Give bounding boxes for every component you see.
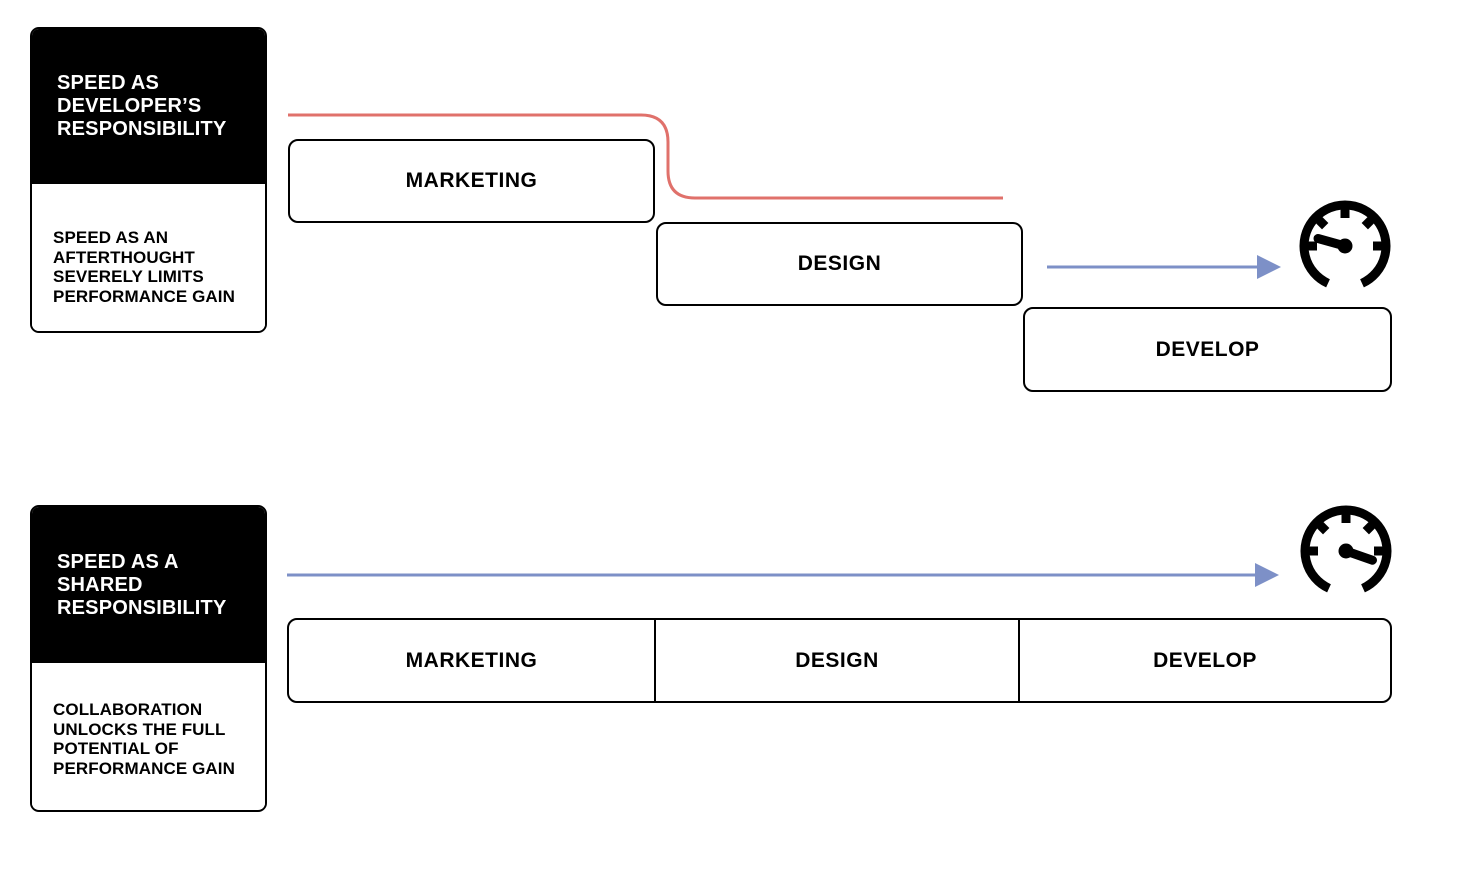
shared-card-body-text: COLLABORATION UNLOCKS THE FULL POTENTIAL…: [53, 700, 235, 778]
shared-scenario-card: SPEED AS A SHARED RESPONSIBILITY COLLABO…: [30, 505, 267, 812]
waterfall-phase-marketing-label: MARKETING: [405, 169, 538, 192]
shared-phase-row: MARKETING DESIGN DEVELOP: [287, 618, 1392, 703]
shared-performance-arrow-head: [1255, 563, 1279, 587]
shared-phase-develop: DEVELOP: [1020, 620, 1390, 701]
speedometer-fast-needle: [1341, 546, 1377, 565]
shared-phase-design-label: DESIGN: [795, 648, 879, 672]
speedometer-fast-icon: [1300, 505, 1392, 593]
shared-phase-develop-label: DEVELOP: [1153, 648, 1257, 672]
waterfall-performance-arrow: [1047, 255, 1281, 279]
waterfall-phase-develop-label: DEVELOP: [1155, 337, 1260, 361]
waterfall-card-description: SPEED AS AN AFTERTHOUGHT SEVERELY LIMITS…: [32, 184, 265, 331]
waterfall-card-title: SPEED AS DEVELOPER’S RESPONSIBILITY: [57, 72, 227, 140]
shared-performance-arrow: [287, 563, 1279, 587]
waterfall-phase-design-label: DESIGN: [797, 252, 882, 275]
waterfall-scenario-card: SPEED AS DEVELOPER’S RESPONSIBILITY SPEE…: [30, 27, 267, 333]
waterfall-performance-arrow-head: [1257, 255, 1281, 279]
waterfall-phase-develop: DEVELOP: [1023, 307, 1392, 392]
waterfall-card-body-text: SPEED AS AN AFTERTHOUGHT SEVERELY LIMITS…: [53, 228, 235, 306]
shared-card-header: SPEED AS A SHARED RESPONSIBILITY: [32, 507, 265, 663]
shared-phase-marketing-label: MARKETING: [405, 648, 538, 672]
waterfall-card-header: SPEED AS DEVELOPER’S RESPONSIBILITY: [32, 29, 265, 184]
shared-phase-design: DESIGN: [656, 620, 1020, 701]
shared-card-description: COLLABORATION UNLOCKS THE FULL POTENTIAL…: [32, 663, 265, 809]
speedometer-slow-needle: [1313, 234, 1350, 251]
shared-card-title: SPEED AS A SHARED RESPONSIBILITY: [57, 550, 227, 619]
waterfall-phase-design: DESIGN: [656, 222, 1023, 306]
speedometer-slow-icon: [1299, 200, 1391, 288]
shared-phase-marketing: MARKETING: [289, 620, 656, 701]
waterfall-phase-marketing: MARKETING: [288, 139, 655, 223]
